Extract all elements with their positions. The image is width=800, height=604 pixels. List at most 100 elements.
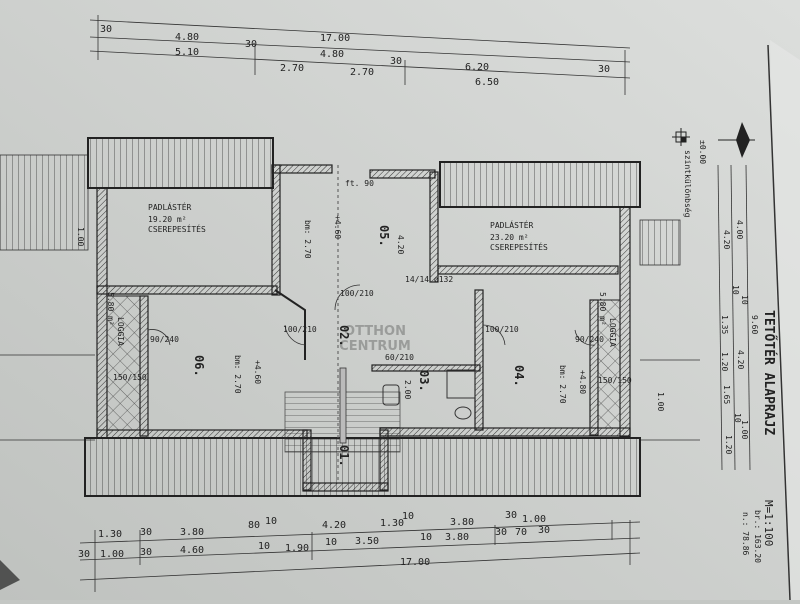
dim-label: 3.80 bbox=[180, 527, 204, 538]
room-01-label: 01. bbox=[337, 445, 351, 467]
staircase bbox=[284, 367, 401, 453]
dim-label: 3.80 bbox=[445, 532, 469, 543]
loggia-left bbox=[106, 295, 141, 431]
attic-name: PADLÁSTÉR bbox=[490, 219, 534, 230]
dim-label: 17.00 bbox=[320, 33, 350, 44]
dim-label: 1.20 bbox=[724, 435, 733, 454]
dim-label: 4.00 bbox=[735, 220, 744, 239]
dim-label: 30 bbox=[100, 24, 112, 35]
window-height: ft. 90 bbox=[345, 179, 374, 188]
net-area: n.: 78.86 bbox=[741, 512, 750, 556]
door-size: 60/210 bbox=[385, 353, 414, 362]
loggia-area: 5.80 m² bbox=[598, 292, 607, 326]
door-swings bbox=[147, 284, 596, 346]
room-06-label: 06. bbox=[192, 355, 206, 377]
dim-label: 1.00 bbox=[740, 420, 749, 439]
dim-label: 30 bbox=[598, 64, 610, 75]
dim-label: 10 bbox=[740, 295, 749, 305]
toilet bbox=[454, 406, 472, 420]
sink bbox=[382, 384, 400, 406]
dim-label: 10 bbox=[731, 285, 740, 295]
room-level: +4.80 bbox=[578, 370, 587, 394]
loggia-name: LOGGIA bbox=[608, 318, 617, 347]
roof-strip bbox=[439, 161, 641, 208]
dim-label: 30 bbox=[78, 549, 90, 560]
dim-label: 4.80 bbox=[320, 49, 344, 60]
level-mark: 1.00 bbox=[656, 392, 665, 411]
dim-label: 1.00 bbox=[100, 549, 124, 560]
dim-label: 30 bbox=[495, 527, 507, 538]
watermark-otthon: OTTHON bbox=[344, 324, 406, 339]
level-note: szintkülönbség bbox=[683, 150, 693, 218]
room-05-label: 05. bbox=[377, 225, 391, 247]
gross-area: br.: 163.20 bbox=[753, 510, 762, 563]
dim-label: 1.30 bbox=[98, 529, 122, 540]
dim-label: 10 bbox=[265, 516, 277, 527]
attic-name: PADLÁSTÉR bbox=[148, 201, 192, 212]
walls bbox=[96, 164, 631, 492]
right-dimension-lines bbox=[717, 164, 751, 471]
dim-label: 4.80 bbox=[175, 32, 199, 43]
dim-label: 10 bbox=[420, 532, 432, 543]
level-mark: 1.00 bbox=[76, 227, 85, 246]
dim-label: 1.35 bbox=[720, 315, 729, 334]
room-level: +4.60 bbox=[253, 360, 262, 384]
attic-area: 19.20 m² bbox=[148, 215, 187, 224]
dim-label: 4.20 bbox=[322, 520, 346, 531]
door-size: 100/210 bbox=[485, 325, 519, 334]
bottom-dimension-lines bbox=[79, 520, 641, 592]
vent-label: 14/14 ø132 bbox=[405, 275, 453, 284]
room-03-label: 03. bbox=[417, 370, 431, 392]
dim-label: 30 bbox=[140, 547, 152, 558]
watermark-centrum: CENTRUM bbox=[339, 339, 411, 354]
door-size: 100/210 bbox=[340, 289, 374, 298]
attic-area: 23.20 m² bbox=[490, 233, 529, 242]
dim-label: 10 bbox=[325, 537, 337, 548]
attic-note: CSEREPESÍTÉS bbox=[490, 241, 548, 252]
dim-label: 30 bbox=[140, 527, 152, 538]
level-marker-icon bbox=[672, 128, 690, 146]
dim-label: 4.20 bbox=[396, 235, 405, 254]
door-size: 90/240 bbox=[150, 335, 179, 344]
dim-label: 1.65 bbox=[722, 385, 731, 404]
dim-label: 80 bbox=[248, 520, 260, 531]
dim-label: 5.10 bbox=[175, 47, 199, 58]
room-04-label: 04. bbox=[512, 365, 526, 387]
sheet-title: TETŐTÉR ALAPRAJZ bbox=[761, 310, 777, 435]
dim-label: 4.60 bbox=[180, 545, 204, 556]
door-size: 100/210 bbox=[283, 325, 317, 334]
dim-label: 9.60 bbox=[750, 315, 759, 334]
dim-label: 4.20 bbox=[722, 230, 731, 249]
dim-label: 2.70 bbox=[350, 67, 374, 78]
room-height: bm: 2.70 bbox=[558, 365, 567, 404]
window-size: 150/150 bbox=[113, 373, 147, 382]
dim-label: 30 bbox=[245, 39, 257, 50]
room-level: +4.60 bbox=[333, 215, 342, 239]
dim-label: 1.20 bbox=[720, 352, 729, 371]
window-size: 150/150 bbox=[598, 376, 632, 385]
loggia-name: LOGGIA bbox=[116, 317, 125, 346]
attic-note: CSEREPESÍTÉS bbox=[148, 223, 206, 234]
dim-label: 1.30 bbox=[380, 518, 404, 529]
room-height: bm: 2.70 bbox=[303, 220, 312, 259]
room-height: bm: 2.70 bbox=[233, 355, 242, 394]
dim-label: 30 bbox=[390, 56, 402, 67]
dim-label: 70 bbox=[515, 527, 527, 538]
dim-label: 10 bbox=[733, 413, 742, 423]
north-arrow-icon bbox=[718, 122, 755, 158]
dim-label: 17.00 bbox=[400, 557, 430, 568]
dim-label: 2.70 bbox=[280, 63, 304, 74]
loggia-right bbox=[597, 299, 621, 429]
dim-label: 2.00 bbox=[403, 380, 412, 399]
roof-strip bbox=[87, 137, 274, 189]
dim-label: 6.50 bbox=[475, 77, 499, 88]
sheet-scale: M=1:100 bbox=[762, 500, 775, 546]
dim-label: 10 bbox=[402, 511, 414, 522]
dim-label: 3.80 bbox=[450, 517, 474, 528]
dim-label: 1.00 bbox=[522, 514, 546, 525]
level-value: ±0.00 bbox=[698, 140, 707, 164]
dim-label: 4.20 bbox=[736, 350, 745, 369]
dim-label: 6.20 bbox=[465, 62, 489, 73]
